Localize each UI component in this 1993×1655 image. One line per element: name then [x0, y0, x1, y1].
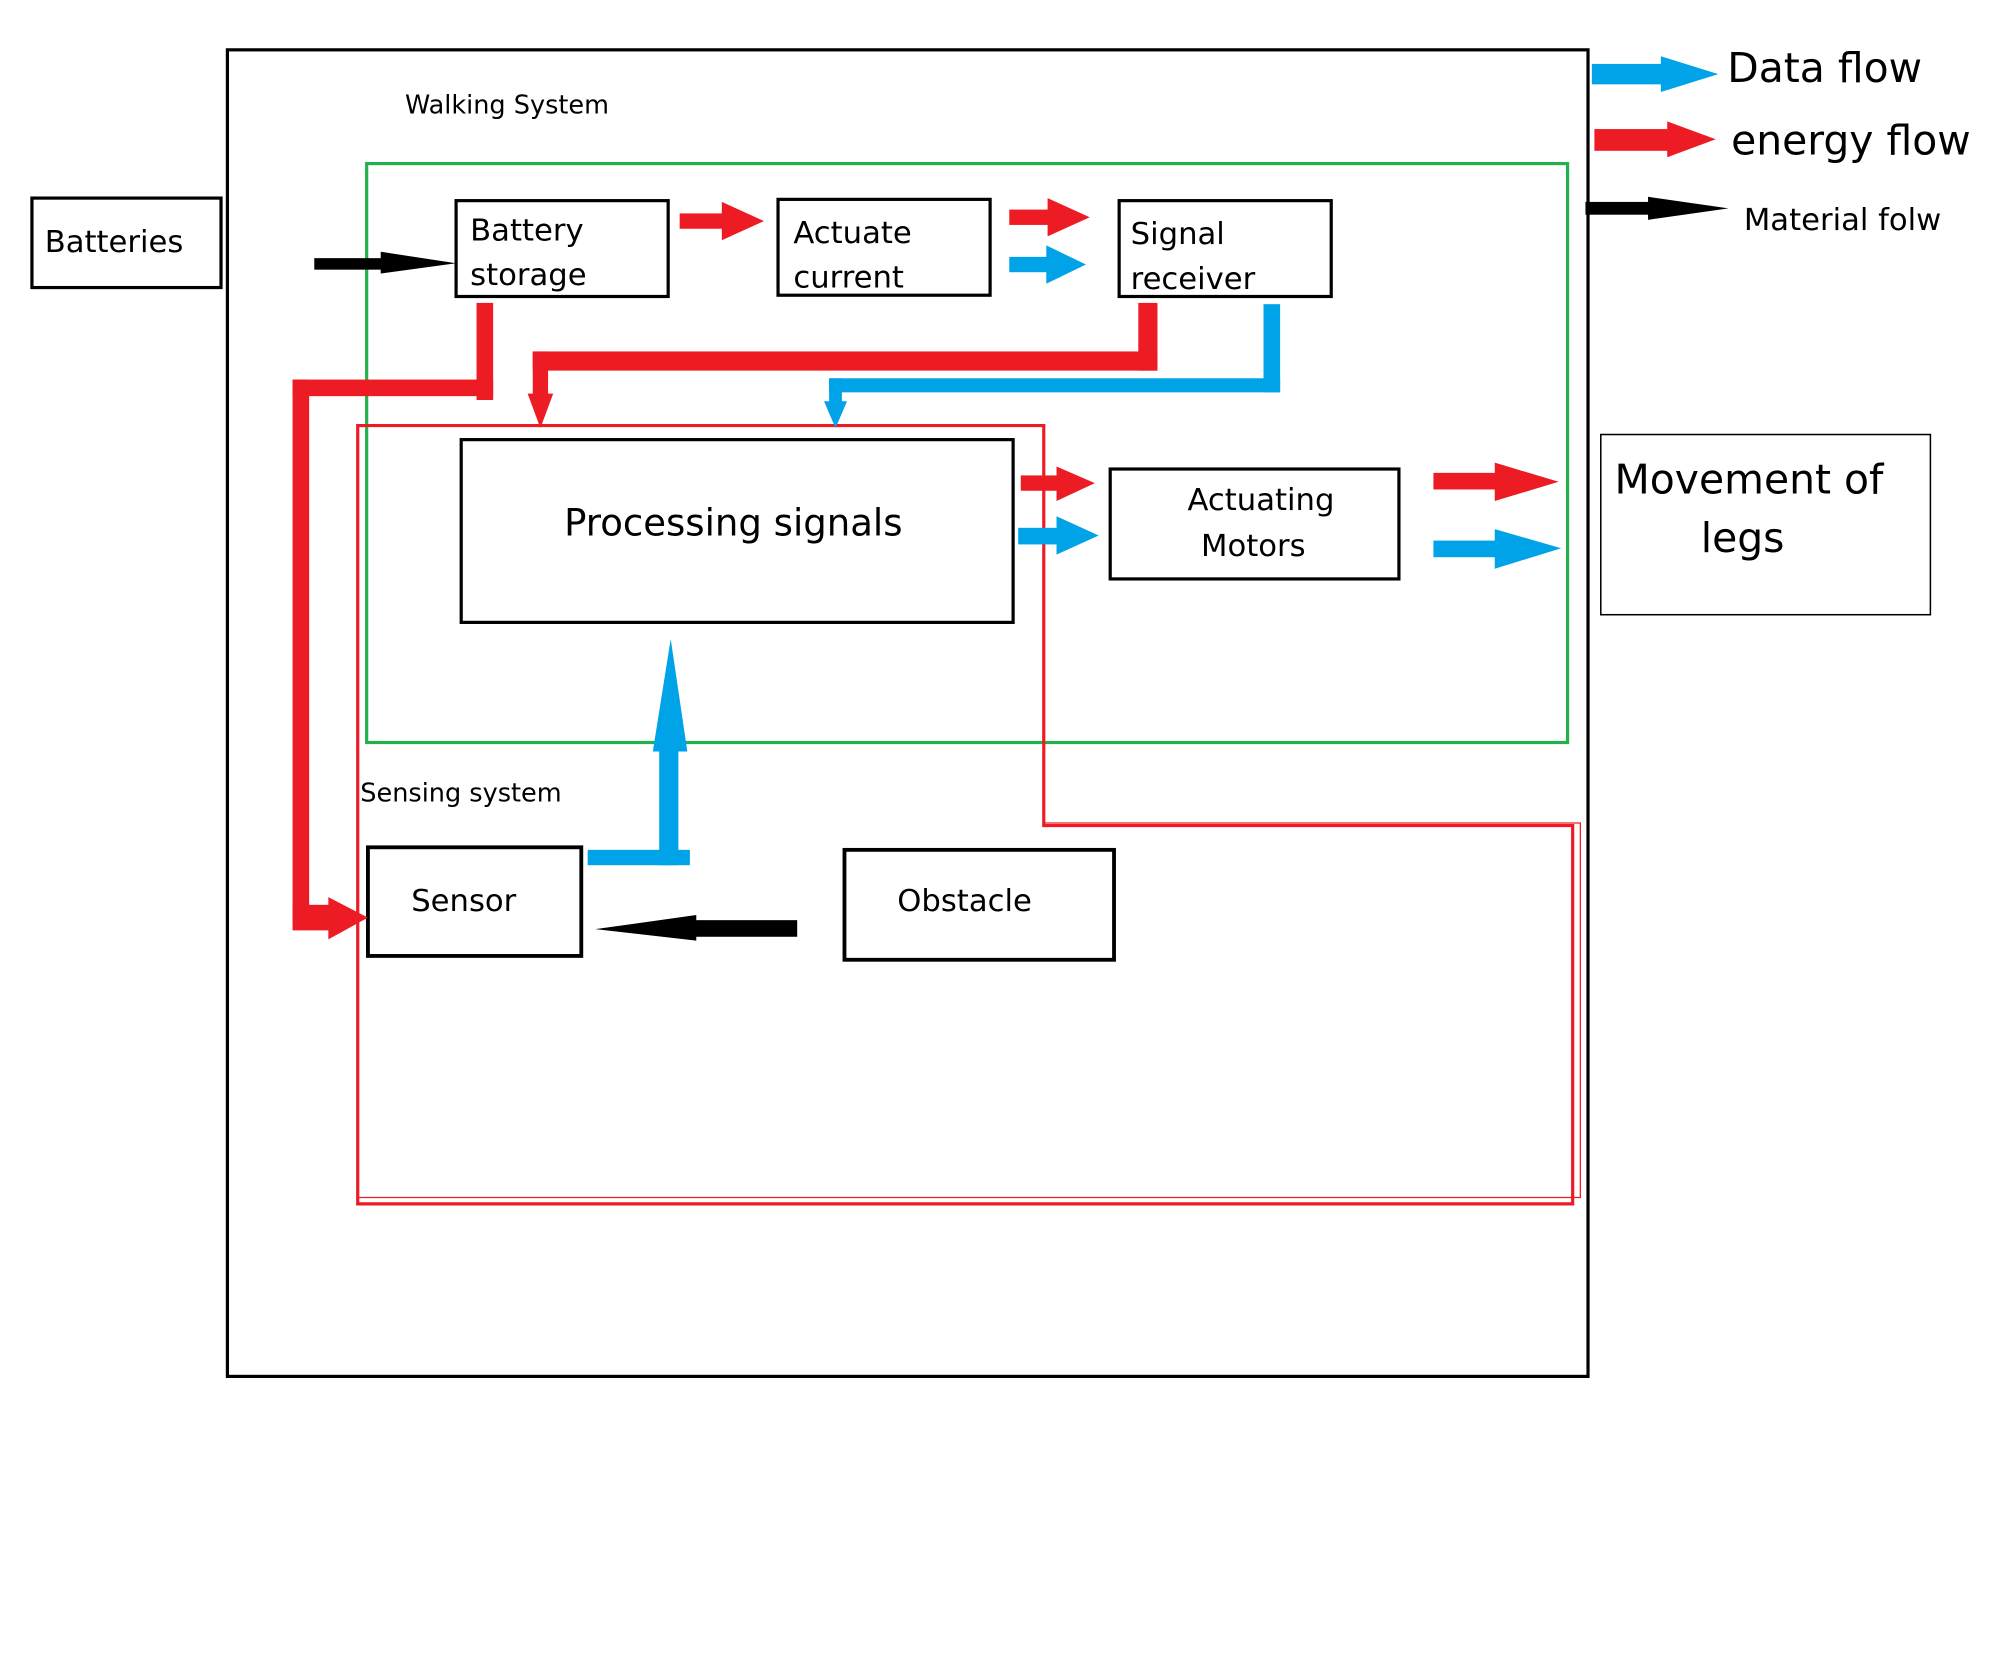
obstacle-block[interactable]: Obstacle	[842, 847, 1116, 962]
legend-data-flow-arrow-shaft	[1591, 63, 1666, 85]
sensor-block[interactable]: Sensor	[366, 845, 584, 958]
data-flow-arrow-receiver-to-processing	[824, 304, 1281, 429]
sensing-system-title: Sensing system	[360, 778, 561, 808]
movement-of-legs-label-line2: legs	[1701, 514, 1785, 562]
processing-signals-block[interactable]: Processing signals	[459, 438, 1015, 624]
material-flow-arrow-batteries-to-storage	[314, 251, 457, 274]
legend-item-material-flow: Material folw	[1585, 196, 1941, 238]
sensing-system-boundary-offset	[357, 822, 1581, 1199]
legend-energy-flow-label: energy flow	[1731, 117, 1971, 165]
actuating-motors-label-line2: Motors	[1201, 529, 1306, 564]
data-flow-arrow-sensor-to-processing	[587, 638, 690, 866]
energy-flow-arrow-storage-to-actuate	[679, 201, 764, 241]
battery-storage-label-line1: Battery	[470, 213, 583, 248]
batteries-block[interactable]: Batteries	[30, 196, 223, 290]
legend-data-flow-label: Data flow	[1727, 44, 1922, 92]
walking-system-boundary	[365, 161, 1570, 745]
energy-flow-arrow-receiver-to-processing	[527, 302, 1158, 429]
energy-flow-arrow-processing-to-motors	[1020, 466, 1095, 501]
signal-receiver-label-line1: Signal	[1131, 217, 1225, 252]
walking-system-title: Walking System	[405, 91, 609, 121]
signal-receiver-block[interactable]: Signal receiver	[1117, 199, 1333, 299]
data-flow-arrow-motors-to-legs	[1433, 529, 1562, 569]
energy-flow-arrow-actuate-to-receiver	[1009, 198, 1090, 237]
system-boundary	[225, 48, 1590, 1378]
legend-item-data-flow: Data flow	[1591, 44, 1922, 93]
actuate-current-label-line2: current	[793, 261, 904, 296]
legend-energy-flow-arrow-shaft	[1594, 129, 1672, 151]
energy-flow-arrow-motors-to-legs	[1433, 462, 1559, 501]
obstacle-label: Obstacle	[897, 884, 1032, 919]
material-flow-arrow-obstacle-to-sensor	[595, 915, 798, 941]
actuating-motors-label-line1: Actuating	[1187, 483, 1334, 518]
energy-flow-arrow-storage-to-sensor	[292, 302, 494, 940]
actuate-current-block[interactable]: Actuate current	[776, 197, 992, 297]
processing-signals-label: Processing signals	[564, 501, 902, 544]
legend-energy-flow-arrow-head	[1667, 121, 1716, 158]
movement-of-legs-block[interactable]: Movement of legs	[1600, 433, 1932, 616]
legend-data-flow-arrow-head	[1660, 56, 1719, 93]
sensing-system-boundary	[356, 423, 1575, 1206]
sensor-label: Sensor	[411, 884, 516, 919]
battery-storage-block[interactable]: Battery storage	[454, 199, 670, 299]
signal-receiver-label-line2: receiver	[1131, 262, 1256, 297]
legend-material-flow-label: Material folw	[1744, 203, 1941, 238]
batteries-label: Batteries	[45, 225, 184, 260]
legend-material-flow-arrow-head	[1648, 196, 1729, 220]
battery-storage-label-line2: storage	[470, 258, 586, 293]
actuate-current-label-line1: Actuate	[793, 216, 911, 251]
data-flow-arrow-actuate-to-receiver	[1009, 245, 1086, 284]
movement-of-legs-label-line1: Movement of	[1615, 455, 1885, 503]
legend-material-flow-arrow-shaft	[1585, 201, 1652, 215]
legend-item-energy-flow: energy flow	[1594, 117, 1971, 165]
data-flow-arrow-processing-to-motors	[1018, 516, 1099, 555]
legend: Data flow energy flow Material folw	[1585, 44, 1971, 238]
actuating-motors-block[interactable]: Actuating Motors	[1108, 467, 1401, 581]
